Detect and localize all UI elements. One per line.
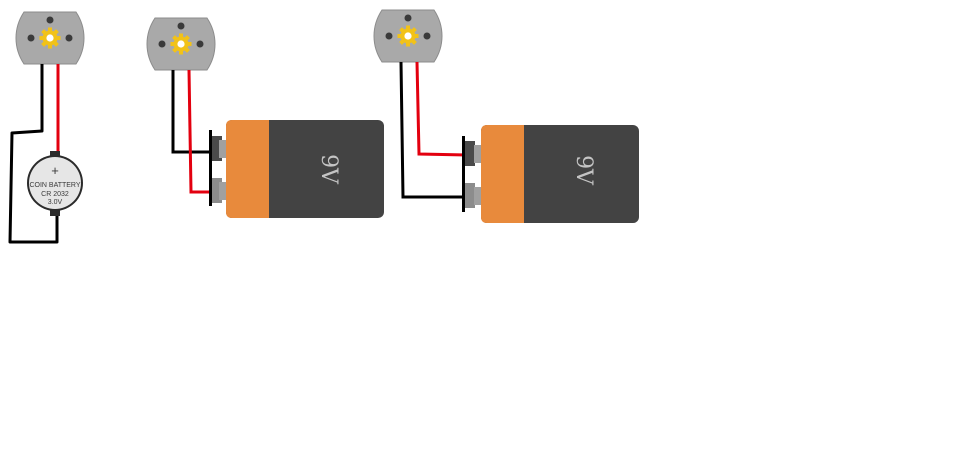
coin-battery-plus: + — [51, 163, 59, 178]
gear-icon — [170, 33, 192, 55]
coin-battery-voltage: 3.0V — [48, 199, 63, 206]
wire-black-1[interactable] — [8, 64, 59, 244]
battery-9v-1[interactable]: 9V — [209, 120, 384, 218]
coin-battery[interactable]: + COIN BATTERY CR 2032 3.0V — [27, 151, 83, 216]
motor-1[interactable] — [15, 11, 85, 65]
coin-battery-model: CR 2032 — [41, 191, 69, 198]
coin-battery-label: COIN BATTERY — [29, 182, 80, 189]
wire-red-2[interactable] — [187, 69, 212, 194]
gear-icon — [397, 25, 419, 47]
battery-9v-label: 9V — [316, 154, 341, 185]
wire-red-3[interactable] — [415, 61, 468, 157]
gear-icon — [39, 27, 61, 49]
wire-black-2[interactable] — [171, 70, 212, 154]
battery-9v-2[interactable]: 9V — [462, 125, 639, 223]
wire-black-3[interactable] — [399, 61, 467, 199]
battery-9v-label: 9V — [571, 155, 596, 186]
motor-3[interactable] — [373, 9, 443, 63]
motor-2[interactable] — [146, 17, 216, 71]
